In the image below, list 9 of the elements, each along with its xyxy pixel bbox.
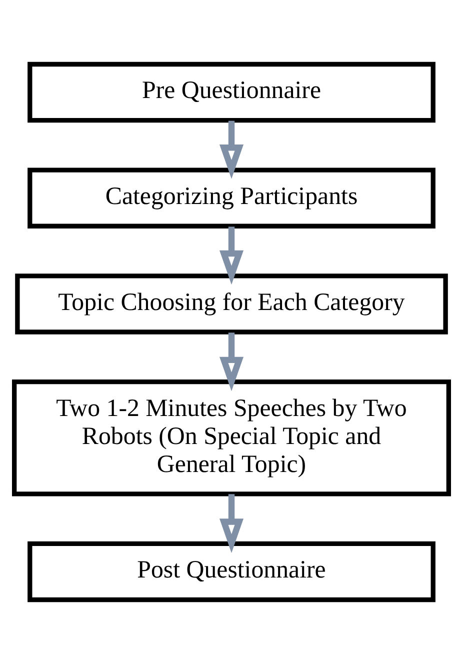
node-box: Topic Choosing for Each Category <box>15 274 448 334</box>
node-box: Pre Questionnaire <box>28 62 436 123</box>
arrow <box>219 332 244 392</box>
arrow <box>219 120 244 179</box>
node-box: Post Questionnaire <box>28 541 436 602</box>
node-box: Categorizing Participants <box>28 168 436 228</box>
arrow <box>219 494 244 553</box>
arrow <box>219 226 244 285</box>
node-box: Two 1-2 Minutes Speeches by Two Robots (On Special Topic and General Topic) <box>12 379 451 496</box>
